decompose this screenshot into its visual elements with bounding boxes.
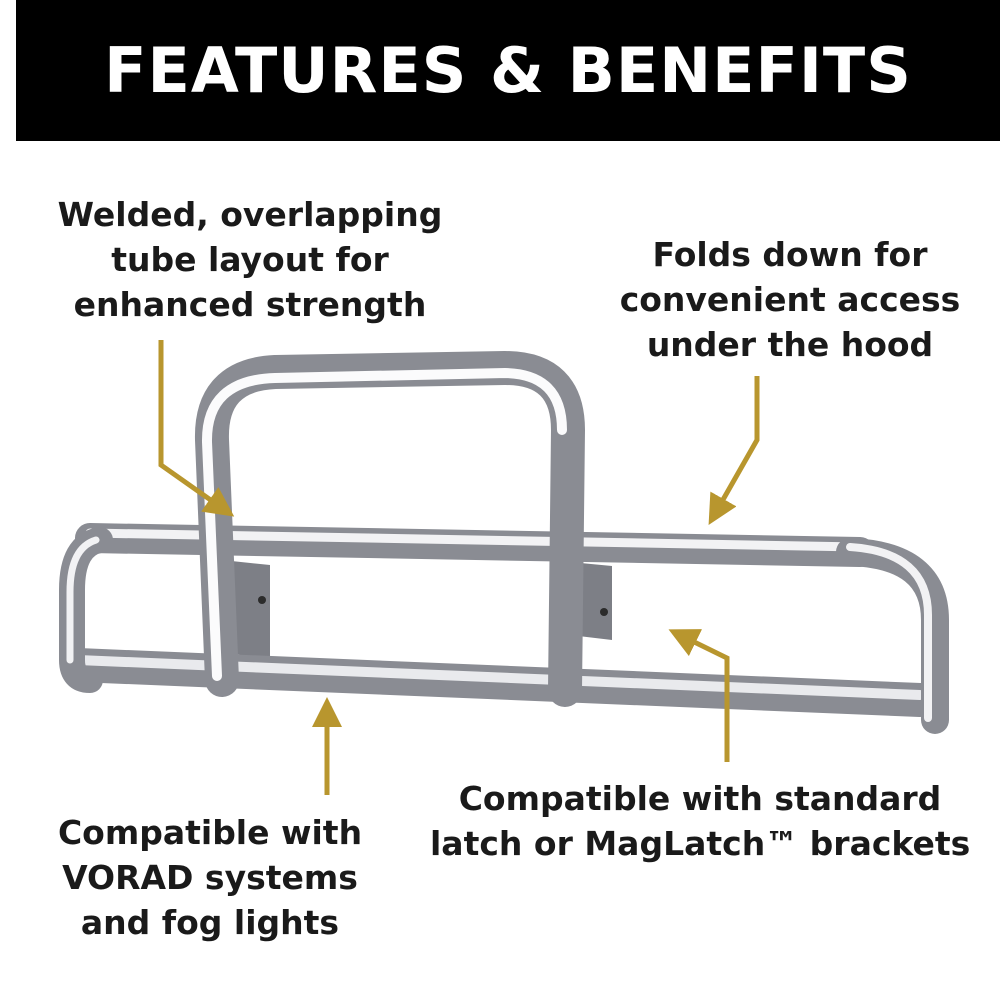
callout-line: VORAD systems xyxy=(62,858,358,897)
arrow-tube-layout xyxy=(158,340,235,517)
callout-line: and fog lights xyxy=(80,903,340,942)
callout-line: under the hood xyxy=(646,325,934,364)
header-banner: FEATURES & BENEFITS xyxy=(16,0,1000,141)
callout-latch: Compatible with standard latch or MagLat… xyxy=(430,776,970,866)
callout-line: enhanced strength xyxy=(73,285,427,324)
arrow-latch xyxy=(668,629,730,762)
page-title: FEATURES & BENEFITS xyxy=(104,34,912,107)
callout-tube-layout: Welded, overlapping tube layout for enha… xyxy=(50,192,450,327)
arrow-folds-down xyxy=(708,376,760,526)
callout-line: Compatible with standard xyxy=(458,779,942,818)
callout-line: tube layout for xyxy=(111,240,389,279)
callout-folds-down: Folds down for convenient access under t… xyxy=(600,232,980,367)
callout-vorad: Compatible with VORAD systems and fog li… xyxy=(30,810,390,945)
callout-line: Compatible with xyxy=(57,813,363,852)
callout-line: convenient access xyxy=(619,280,961,319)
callout-line: Folds down for xyxy=(652,235,928,274)
callout-line: latch or MagLatch™ brackets xyxy=(430,824,971,863)
callout-line: Welded, overlapping xyxy=(57,195,443,234)
